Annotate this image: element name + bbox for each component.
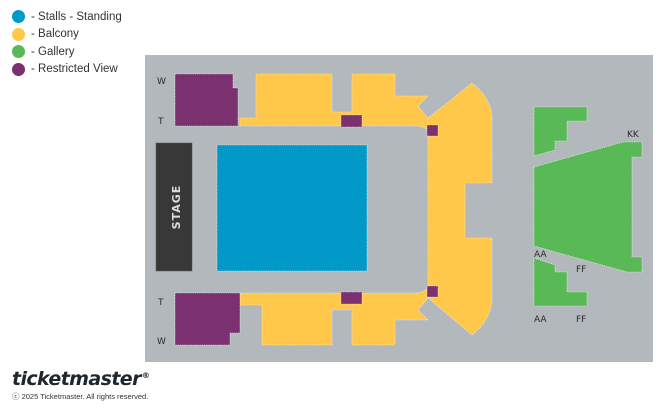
footer-brand: ticketmaster® ⓒ 2025 Ticketmaster. All r… <box>12 368 150 402</box>
restricted-color-dot-icon <box>12 62 25 76</box>
gallery-color-dot-icon <box>12 45 25 59</box>
legend-item-stalls: - Stalls - Standing <box>12 8 122 26</box>
row-label-t-bottom: T <box>157 298 164 308</box>
section-restricted-bottom-left[interactable] <box>174 292 241 346</box>
row-label-ff-upper: FF <box>576 265 586 275</box>
legend-item-restricted: - Restricted View <box>12 61 122 79</box>
legend-item-gallery: - Gallery <box>12 43 122 61</box>
section-balcony-bottom[interactable] <box>239 284 429 346</box>
stage-label: STAGE <box>170 185 183 230</box>
section-restricted-top-corner[interactable] <box>426 124 439 137</box>
legend-label: - Gallery <box>31 45 75 58</box>
row-label-w-bottom: W <box>157 337 166 347</box>
ticketmaster-logo: ticketmaster® <box>12 368 150 390</box>
row-label-kk: KK <box>627 130 640 140</box>
row-label-ff-lower: FF <box>576 315 586 325</box>
row-label-aa-lower: AA <box>534 315 547 325</box>
row-label-t-top: T <box>157 117 164 127</box>
legend-label: - Balcony <box>31 28 79 41</box>
stalls-color-dot-icon <box>12 10 25 24</box>
section-stalls-standing[interactable] <box>216 144 368 272</box>
section-gallery-bottom-small[interactable] <box>533 257 588 307</box>
row-label-aa-upper: AA <box>534 250 547 260</box>
legend-label: - Restricted View <box>31 63 118 76</box>
section-restricted-bottom-corner[interactable] <box>426 285 439 298</box>
section-gallery-top-small[interactable] <box>533 106 588 157</box>
balcony-color-dot-icon <box>12 27 25 41</box>
section-restricted-bottom-mid[interactable] <box>340 291 363 305</box>
registered-mark: ® <box>141 370 150 380</box>
section-gallery-main[interactable] <box>533 141 643 273</box>
section-restricted-top-mid[interactable] <box>340 114 363 128</box>
row-label-w-top: W <box>157 77 166 87</box>
section-restricted-top-left[interactable] <box>174 73 239 127</box>
section-balcony-right[interactable] <box>427 82 493 336</box>
brand-name: ticketmaster <box>12 368 141 390</box>
legend: - Stalls - Standing - Balcony - Gallery … <box>12 8 122 78</box>
stage <box>155 142 193 272</box>
copyright-text: ⓒ 2025 Ticketmaster. All rights reserved… <box>12 392 149 401</box>
legend-item-balcony: - Balcony <box>12 26 122 44</box>
legend-label: - Stalls - Standing <box>31 10 122 23</box>
